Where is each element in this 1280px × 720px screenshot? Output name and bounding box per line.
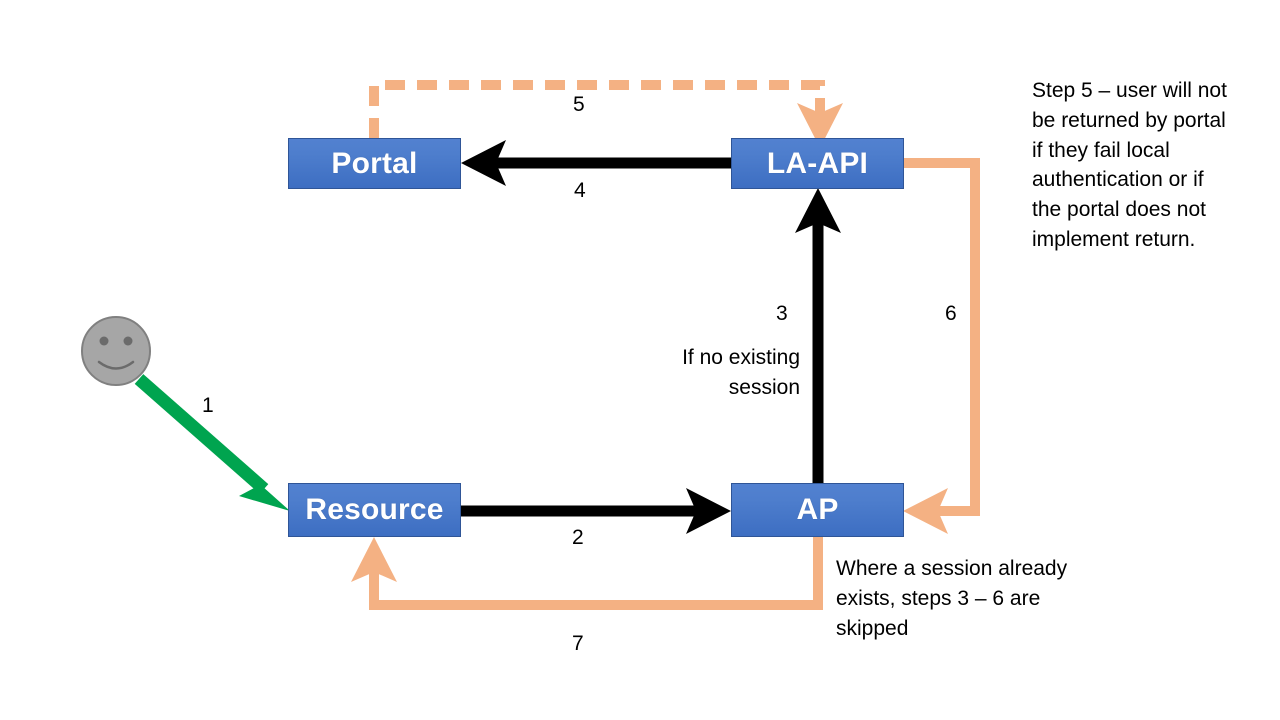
arrow-step-7 (351, 537, 823, 610)
step-3-note-line-2: session (728, 375, 800, 399)
step-3-note: If no existing session (600, 343, 800, 403)
arrow-step-4 (461, 140, 731, 186)
node-resource-label: Resource (305, 493, 444, 526)
node-ap-label: AP (796, 493, 839, 526)
smiley-eye-left (99, 336, 109, 346)
step-3-note-line-1: If no existing (682, 346, 800, 369)
step-1-label: 1 (202, 394, 214, 417)
step-5-note-line-3: if they fail local (1032, 138, 1170, 162)
node-portal-label: Portal (331, 146, 418, 180)
session-note-line-3: skipped (836, 616, 909, 640)
session-note: Where a session already exists, steps 3 … (836, 554, 1096, 643)
step-4-label: 4 (574, 179, 586, 202)
arrow-step-6 (903, 158, 980, 534)
step-6-label: 6 (945, 302, 957, 325)
step-7-label: 7 (572, 632, 584, 655)
step-5-note-line-2: be returned by portal (1032, 108, 1226, 132)
session-note-line-2: exists, steps 3 – 6 are (836, 586, 1041, 610)
step-5-note: Step 5 – user will not be returned by po… (1032, 76, 1257, 255)
arrow-step-5 (369, 80, 843, 148)
user-avatar (81, 316, 151, 386)
step-5-note-line-6: implement return. (1032, 228, 1196, 252)
node-ap[interactable]: AP (731, 483, 904, 537)
session-note-line-1: Where a session already (836, 557, 1068, 580)
smiley-mouth (97, 360, 135, 370)
step-5-note-line-1: Step 5 – user will not (1032, 79, 1227, 102)
arrow-step-2 (461, 488, 731, 534)
node-la-api-label: LA-API (766, 146, 869, 180)
step-5-note-line-4: authentication or if (1032, 168, 1204, 192)
step-5-label: 5 (573, 93, 585, 116)
node-la-api[interactable]: LA-API (731, 138, 904, 189)
arrow-step-1 (134, 374, 290, 511)
step-2-label: 2 (572, 526, 584, 549)
step-3-label: 3 (776, 302, 788, 325)
step-5-note-line-5: the portal does not (1032, 198, 1206, 222)
node-resource[interactable]: Resource (288, 483, 461, 537)
arrow-step-3 (795, 188, 841, 483)
node-portal[interactable]: Portal (288, 138, 461, 189)
smiley-eye-right (123, 336, 133, 346)
